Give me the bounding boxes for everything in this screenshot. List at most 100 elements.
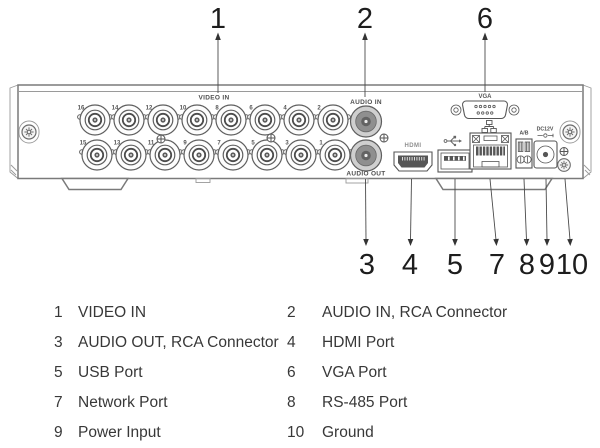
foot-right: [434, 177, 554, 191]
legend-text: Network Port: [78, 394, 168, 411]
svg-text:10: 10: [556, 249, 588, 281]
audio-out-label: AUDIO OUT: [346, 171, 385, 178]
legend-text: RS-485 Port: [322, 394, 408, 411]
svg-text:4: 4: [283, 106, 287, 112]
legend-num: 4: [287, 334, 296, 351]
bnc-ch-3: 3: [282, 139, 320, 171]
ground-symbol-icon: [559, 147, 569, 156]
legend-row: 7 Network Port 8 RS-485 Port: [0, 388, 600, 418]
svg-text:5: 5: [251, 141, 255, 147]
vga-port: VGA: [450, 94, 520, 120]
svg-text:12: 12: [146, 106, 153, 112]
bnc-ch-2: 2: [314, 104, 352, 136]
svg-text:3: 3: [359, 249, 375, 281]
svg-text:16: 16: [78, 106, 85, 112]
legend-num: 2: [287, 304, 296, 321]
callout-10: 10: [556, 178, 588, 281]
legend-num: 5: [54, 364, 63, 381]
legend-num: 7: [54, 394, 63, 411]
bnc-ch-10: 10: [178, 104, 216, 136]
svg-text:13: 13: [114, 141, 121, 147]
bnc-ch-15: 15: [78, 139, 116, 171]
legend-num: 6: [287, 364, 296, 381]
bnc-ch-12: 12: [144, 104, 182, 136]
legend-num: 9: [54, 424, 63, 441]
foot-left: [60, 177, 130, 191]
callout-4: 4: [402, 178, 418, 281]
legend-num: 8: [287, 394, 296, 411]
bottom-tab: [345, 178, 369, 184]
legend-text: USB Port: [78, 364, 143, 381]
hdmi-label: HDMI: [405, 143, 422, 149]
svg-text:10: 10: [180, 106, 187, 112]
legend-text: VGA Port: [322, 364, 387, 381]
right-mount-screw: [559, 120, 581, 144]
legend-row: 9 Power Input 10 Ground: [0, 418, 600, 448]
bnc-ch-13: 13: [112, 139, 150, 171]
svg-text:9: 9: [183, 141, 187, 147]
network-port: [469, 120, 512, 170]
legend-num: 3: [54, 334, 63, 351]
svg-text:11: 11: [148, 141, 155, 147]
power-input-jack: DC12V: [533, 127, 558, 169]
bnc-ch-16: 16: [76, 104, 114, 136]
callout-1: 1: [210, 3, 226, 93]
bnc-ch-8: 8: [212, 104, 250, 136]
legend-row: 1 VIDEO IN 2 AUDIO IN, RCA Connector: [0, 298, 600, 328]
svg-text:8: 8: [215, 106, 219, 112]
callout-2: 2: [357, 3, 373, 97]
legend-text: AUDIO IN, RCA Connector: [322, 304, 508, 321]
legend-text: VIDEO IN: [78, 304, 147, 321]
svg-text:6: 6: [249, 106, 253, 112]
callout-8: 8: [519, 178, 535, 281]
video-in-block: VIDEO IN 16 14 12 10 8 6 4 2 15 13 11 9 …: [76, 95, 354, 171]
svg-text:5: 5: [447, 249, 463, 281]
svg-text:1: 1: [210, 3, 226, 35]
legend-text: HDMI Port: [322, 334, 395, 351]
legend-text: Power Input: [78, 424, 161, 441]
panel-screw-icon: [156, 134, 166, 144]
vga-label: VGA: [478, 94, 492, 100]
legend-row: 5 USB Port 6 VGA Port: [0, 358, 600, 388]
callout-9: 9: [539, 178, 555, 281]
svg-text:6: 6: [477, 3, 493, 35]
dc12v-label: DC12V: [537, 127, 554, 133]
legend-text: Ground: [322, 424, 374, 441]
usb-icon: [443, 135, 462, 147]
svg-text:9: 9: [539, 249, 555, 281]
svg-text:2: 2: [317, 106, 321, 112]
svg-text:7: 7: [217, 141, 221, 147]
bnc-ch-14: 14: [110, 104, 148, 136]
svg-text:4: 4: [402, 249, 418, 281]
video-in-label: VIDEO IN: [199, 95, 230, 102]
bnc-ch-7: 7: [214, 139, 252, 171]
legend-text: AUDIO OUT, RCA Connector: [78, 334, 279, 351]
callout-5: 5: [447, 179, 463, 281]
rs485-label: A/B: [520, 131, 529, 137]
bnc-ch-1: 1: [316, 139, 354, 171]
svg-text:14: 14: [112, 106, 119, 112]
bnc-ch-5: 5: [248, 139, 286, 171]
svg-text:15: 15: [80, 141, 87, 147]
legend-num: 1: [54, 304, 63, 321]
callouts-top: 1 2 6: [210, 3, 493, 97]
svg-text:2: 2: [357, 3, 373, 35]
audio-out-jack: AUDIO OUT: [346, 139, 385, 178]
panel-screw-icon: [266, 133, 276, 143]
audio-in-jack: AUDIO IN: [349, 99, 383, 138]
svg-text:7: 7: [489, 249, 505, 281]
bnc-ch-6: 6: [246, 104, 284, 136]
svg-text:8: 8: [519, 249, 535, 281]
bnc-ch-9: 9: [180, 139, 218, 171]
polarity-icon: [537, 133, 554, 138]
rear-panel-diagram: VIDEO IN 16 14 12 10 8 6 4 2 15 13 11 9 …: [9, 3, 592, 281]
panel-screw-icon: [379, 133, 389, 143]
legend-table: 1 VIDEO IN 2 AUDIO IN, RCA Connector 3 A…: [0, 298, 600, 448]
bnc-ch-4: 4: [280, 104, 318, 136]
svg-text:3: 3: [285, 141, 289, 147]
usb-port: [437, 135, 473, 173]
callout-7: 7: [489, 178, 505, 281]
hdmi-port: HDMI: [393, 143, 433, 172]
rs485-terminal: A/B: [515, 131, 533, 169]
